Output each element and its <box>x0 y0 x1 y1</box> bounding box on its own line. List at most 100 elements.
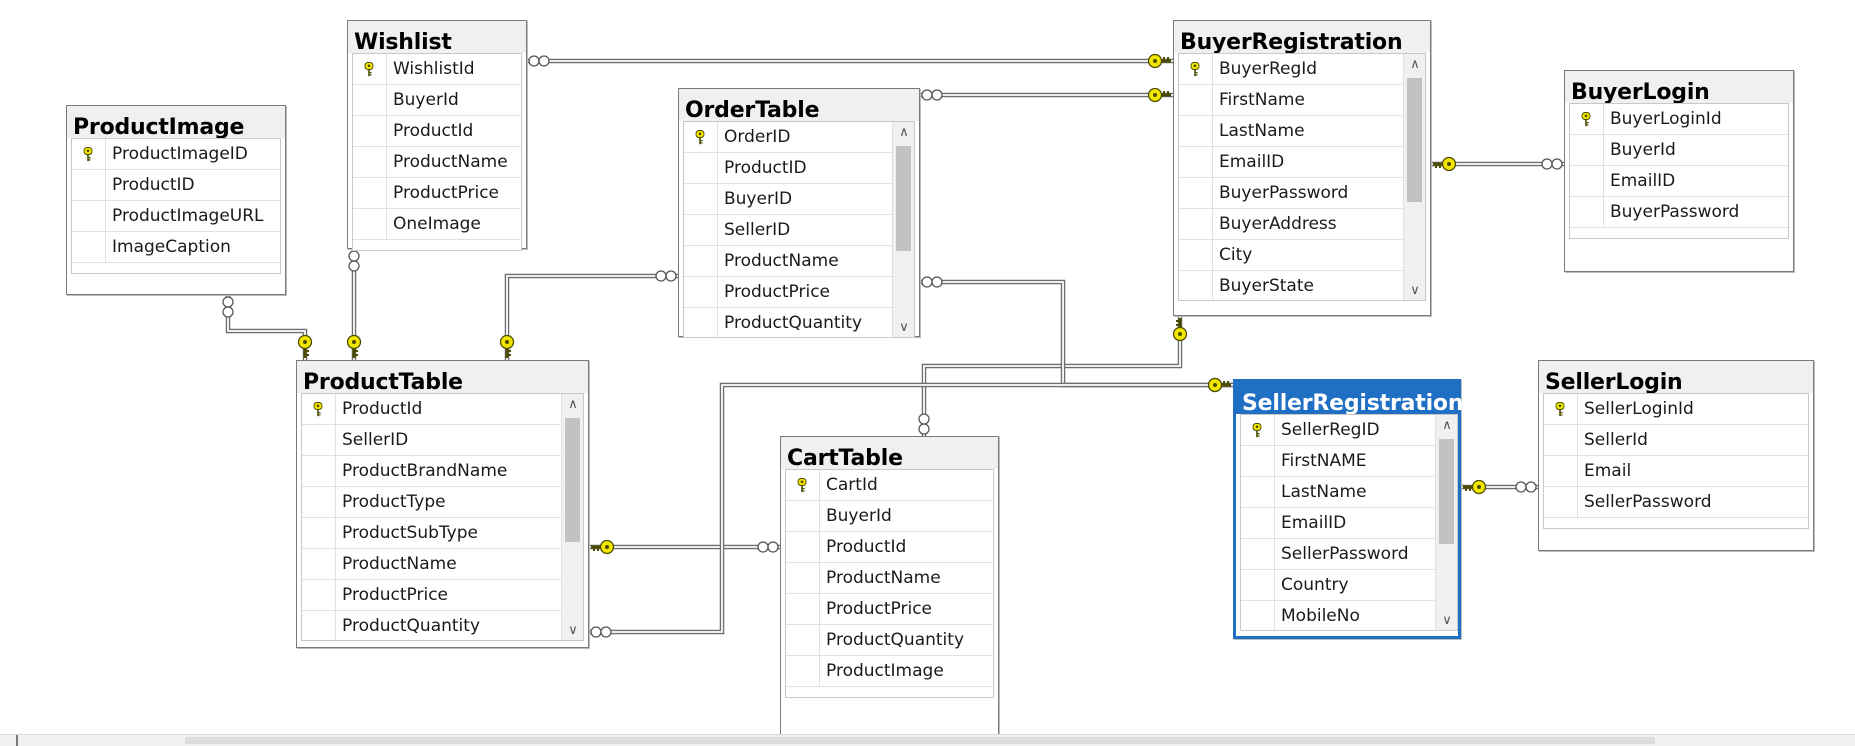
column-row[interactable]: OrderID <box>684 122 892 153</box>
row-selector[interactable] <box>684 153 718 183</box>
row-selector[interactable] <box>72 170 106 200</box>
row-selector[interactable] <box>1179 271 1213 300</box>
column-row[interactable]: LastName <box>1179 116 1403 147</box>
column-row[interactable]: ProductName <box>353 147 521 178</box>
row-selector[interactable] <box>786 563 820 593</box>
row-selector[interactable] <box>1179 116 1213 146</box>
column-row[interactable]: BuyerId <box>353 85 521 116</box>
vertical-scrollbar[interactable]: ∧∨ <box>1435 415 1457 630</box>
table-title-bar[interactable]: CartTable <box>781 437 998 471</box>
column-row[interactable]: ImageCaption <box>72 232 280 263</box>
row-selector[interactable] <box>302 456 336 486</box>
column-row[interactable]: ProductQuantity <box>786 625 993 656</box>
table-title-bar[interactable]: SellerLogin <box>1539 361 1813 395</box>
row-selector[interactable] <box>1179 85 1213 115</box>
scroll-thumb[interactable] <box>896 146 911 251</box>
row-selector[interactable] <box>302 518 336 548</box>
column-row[interactable]: EmailID <box>1241 508 1435 539</box>
horizontal-scrollbar-thumb[interactable] <box>185 737 1655 744</box>
column-row[interactable]: ProductName <box>684 246 892 277</box>
row-selector[interactable] <box>1570 166 1604 196</box>
column-row[interactable]: BuyerId <box>1570 135 1788 166</box>
column-row[interactable]: ProductName <box>786 563 993 594</box>
column-row[interactable]: SellerID <box>302 425 561 456</box>
column-row[interactable]: ProductID <box>72 170 280 201</box>
horizontal-scrollbar[interactable] <box>0 734 1855 746</box>
column-row[interactable]: WishlistId <box>353 54 521 85</box>
column-row[interactable]: ProductType <box>302 487 561 518</box>
column-row[interactable]: BuyerPassword <box>1179 178 1403 209</box>
row-selector[interactable] <box>72 232 106 262</box>
column-row[interactable]: BuyerAddress <box>1179 209 1403 240</box>
vertical-scrollbar[interactable]: ∧∨ <box>1403 54 1425 300</box>
column-row[interactable]: Country <box>1241 570 1435 601</box>
row-selector[interactable] <box>786 532 820 562</box>
table-title-bar[interactable]: BuyerLogin <box>1565 71 1793 105</box>
row-selector[interactable] <box>684 122 718 152</box>
row-selector[interactable] <box>353 54 387 84</box>
column-row[interactable]: ProductPrice <box>302 580 561 611</box>
column-row[interactable]: LastName <box>1241 477 1435 508</box>
column-row[interactable]: EmailID <box>1570 166 1788 197</box>
scroll-down-icon[interactable]: ∨ <box>1410 283 1420 298</box>
column-row[interactable]: ProductImage <box>786 656 993 687</box>
row-selector[interactable] <box>786 625 820 655</box>
column-row[interactable]: ProductId <box>786 532 993 563</box>
row-selector[interactable] <box>1241 570 1275 600</box>
row-selector[interactable] <box>1570 197 1604 227</box>
column-row[interactable]: City <box>1179 240 1403 271</box>
row-selector[interactable] <box>1179 147 1213 177</box>
column-row[interactable]: BuyerState <box>1179 271 1403 300</box>
column-row[interactable]: BuyerID <box>684 184 892 215</box>
row-selector[interactable] <box>302 549 336 579</box>
row-selector[interactable] <box>353 147 387 177</box>
scroll-thumb[interactable] <box>1407 78 1422 202</box>
vertical-scrollbar[interactable]: ∧∨ <box>892 122 914 337</box>
column-row[interactable]: ProductName <box>302 549 561 580</box>
column-row[interactable]: ProductBrandName <box>302 456 561 487</box>
row-selector[interactable] <box>786 470 820 500</box>
row-selector[interactable] <box>1570 135 1604 165</box>
row-selector[interactable] <box>786 501 820 531</box>
column-row[interactable]: ProductSubType <box>302 518 561 549</box>
row-selector[interactable] <box>302 580 336 610</box>
scroll-down-icon[interactable]: ∨ <box>568 623 578 638</box>
row-selector[interactable] <box>302 487 336 517</box>
table-title-bar[interactable]: Wishlist <box>348 21 526 55</box>
row-selector[interactable] <box>1241 415 1275 445</box>
table-title-bar[interactable]: ProductTable <box>297 361 588 395</box>
row-selector[interactable] <box>353 85 387 115</box>
column-row[interactable]: ProductQuantity <box>684 308 892 337</box>
table-title-bar[interactable]: BuyerRegistration <box>1174 21 1430 55</box>
column-row[interactable]: BuyerRegId <box>1179 54 1403 85</box>
table-title-bar[interactable]: SellerRegistration <box>1236 382 1464 416</box>
row-selector[interactable] <box>353 178 387 208</box>
row-selector[interactable] <box>1544 425 1578 455</box>
row-selector[interactable] <box>1241 508 1275 538</box>
scroll-up-icon[interactable]: ∧ <box>568 397 578 412</box>
vertical-scrollbar[interactable]: ∧∨ <box>561 394 583 640</box>
scroll-up-icon[interactable]: ∧ <box>1442 418 1452 433</box>
column-row[interactable]: EmailID <box>1179 147 1403 178</box>
scroll-thumb[interactable] <box>1439 439 1454 544</box>
row-selector[interactable] <box>1241 477 1275 507</box>
column-row[interactable]: ProductId <box>353 116 521 147</box>
row-selector[interactable] <box>1179 178 1213 208</box>
row-selector[interactable] <box>1241 601 1275 630</box>
row-selector[interactable] <box>72 201 106 231</box>
column-row[interactable]: ProductQuantity <box>302 611 561 640</box>
row-selector[interactable] <box>1241 539 1275 569</box>
row-selector[interactable] <box>302 425 336 455</box>
row-selector[interactable] <box>1570 104 1604 134</box>
row-selector[interactable] <box>684 184 718 214</box>
row-selector[interactable] <box>353 116 387 146</box>
row-selector[interactable] <box>684 277 718 307</box>
column-row[interactable]: SellerRegID <box>1241 415 1435 446</box>
column-row[interactable]: FirstName <box>1179 85 1403 116</box>
